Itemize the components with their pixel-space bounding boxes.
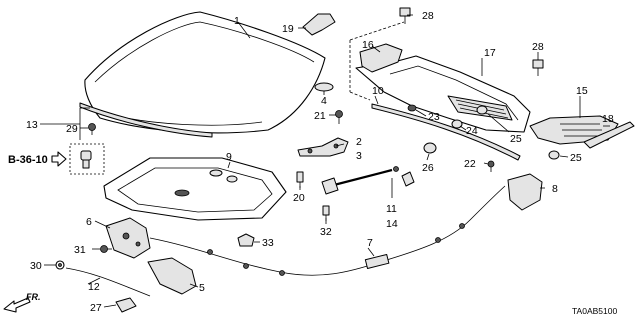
callout-13: 13 xyxy=(26,119,38,131)
clip-28-left xyxy=(399,7,411,24)
latch-bracket xyxy=(105,217,151,259)
callout-25-lower: 25 xyxy=(570,152,582,164)
grommet-33 xyxy=(237,233,255,247)
callout-8: 8 xyxy=(552,183,558,195)
callout-labels: 1 19 28 28 16 17 10 4 15 23 18 21 13 29 … xyxy=(26,10,614,314)
clip-29 xyxy=(88,123,96,135)
callout-29: 29 xyxy=(66,123,78,135)
hood-stay xyxy=(321,166,415,195)
callout-9: 9 xyxy=(226,151,232,163)
callout-16: 16 xyxy=(362,39,374,51)
callout-17: 17 xyxy=(484,47,496,59)
clip-24 xyxy=(451,119,463,129)
hood-panel xyxy=(84,11,326,134)
diagram-code: TA0AB5100 xyxy=(572,306,617,316)
callout-26: 26 xyxy=(422,162,434,174)
hood-latch xyxy=(507,173,543,211)
callout-30: 30 xyxy=(30,260,42,272)
callout-25-upper: 25 xyxy=(510,133,522,145)
cowl-side-grille xyxy=(560,123,602,137)
clip-27 xyxy=(115,297,137,313)
callout-18: 18 xyxy=(602,113,614,125)
reference-box xyxy=(69,143,105,175)
clip-25-upper xyxy=(476,105,488,115)
callout-20: 20 xyxy=(293,192,305,204)
callout-10: 10 xyxy=(372,85,384,97)
callout-19: 19 xyxy=(282,23,294,35)
callout-21: 21 xyxy=(314,110,326,122)
callout-32: 32 xyxy=(320,226,332,238)
clip-23 xyxy=(407,104,417,112)
callout-31: 31 xyxy=(74,244,86,256)
front-arrow xyxy=(3,297,31,313)
release-handle xyxy=(147,257,197,295)
callout-24: 24 xyxy=(466,125,478,137)
callout-12: 12 xyxy=(88,281,100,293)
callout-5: 5 xyxy=(199,282,205,294)
hood-seal xyxy=(79,102,213,138)
hood-pad xyxy=(314,82,334,92)
cowl-side-seal xyxy=(583,121,635,149)
clip-25-lower xyxy=(548,150,560,160)
callout-1: 1 xyxy=(234,15,240,27)
cable-clamp xyxy=(364,253,390,270)
callout-28-right: 28 xyxy=(532,41,544,53)
bolt-22 xyxy=(487,160,495,172)
callout-28-left: 28 xyxy=(422,10,434,22)
callout-14: 14 xyxy=(386,218,398,230)
cable-end-30 xyxy=(55,260,65,270)
cowl-seal xyxy=(371,103,521,161)
front-direction-label: FR. xyxy=(26,292,41,302)
callout-6: 6 xyxy=(86,216,92,228)
release-rod xyxy=(65,267,151,297)
bolt-31 xyxy=(100,245,112,253)
hood-bracket xyxy=(302,13,336,36)
callout-7: 7 xyxy=(367,237,373,249)
callout-15: 15 xyxy=(576,85,588,97)
hinge-bolt xyxy=(335,110,343,124)
hood-stop xyxy=(423,142,437,154)
hood-insulator xyxy=(103,157,287,221)
cable-clips xyxy=(207,223,465,276)
callout-2: 2 xyxy=(356,136,362,148)
clip-28-right xyxy=(532,59,544,76)
callout-33: 33 xyxy=(262,237,274,249)
leader-lines xyxy=(40,14,610,308)
callout-4: 4 xyxy=(321,95,327,107)
reference-arrow xyxy=(51,151,67,167)
reference-label: B-36-10 xyxy=(8,154,48,166)
hood-hinge xyxy=(297,137,349,157)
clip-20 xyxy=(296,171,304,188)
cowl-cover xyxy=(359,43,403,73)
callout-11: 11 xyxy=(386,203,397,215)
callout-3: 3 xyxy=(356,150,362,162)
callout-23: 23 xyxy=(428,111,440,123)
cowl-dash-frame xyxy=(349,21,405,101)
reference-part xyxy=(80,150,92,169)
callout-22: 22 xyxy=(464,158,476,170)
callout-27: 27 xyxy=(90,302,102,314)
